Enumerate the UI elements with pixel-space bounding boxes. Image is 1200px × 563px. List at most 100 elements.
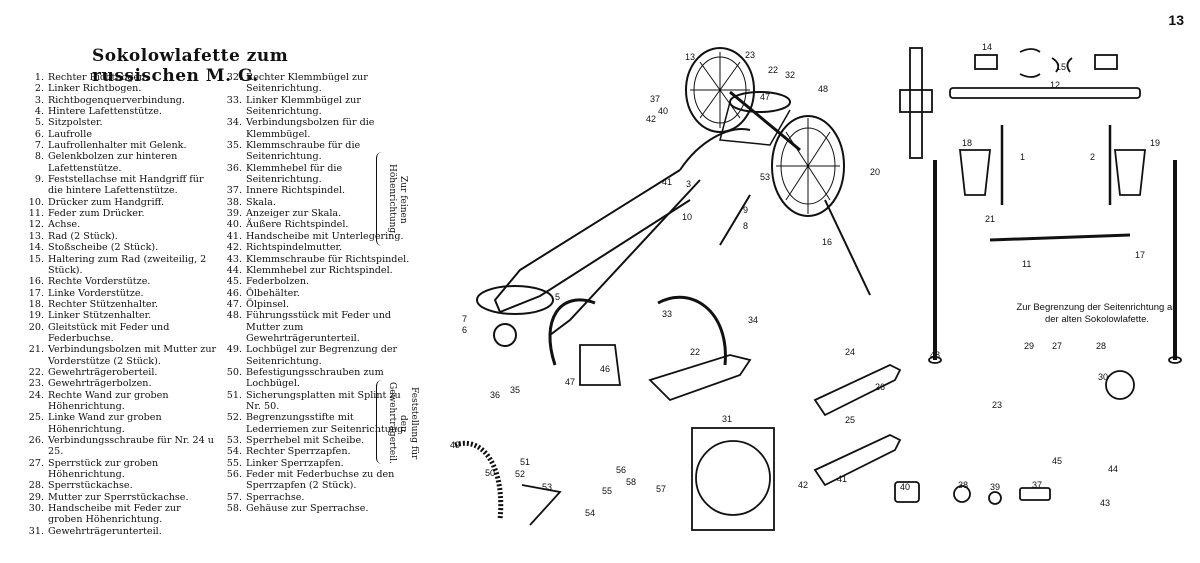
entry-text: Gleitstück mit Feder und Federbuchse. bbox=[48, 321, 170, 344]
entry-text: Linker Richtbogen. bbox=[48, 83, 142, 95]
entry-number: 29. bbox=[28, 491, 44, 503]
callout-46: 46 bbox=[600, 364, 610, 374]
entry-text: Mutter zur Sperrstückachse. bbox=[48, 491, 189, 503]
entry-text: Haltering zum Rad (zweiteilig, 2 Stück). bbox=[48, 253, 207, 276]
parts-list-entry: 1.Rechter Richtbogen. bbox=[22, 72, 218, 83]
callout-17: 17 bbox=[1135, 250, 1145, 260]
callout-26: 26 bbox=[875, 382, 885, 392]
entry-number: 4. bbox=[34, 106, 44, 118]
callout-2: 2 bbox=[1090, 152, 1095, 162]
callout-56: 56 bbox=[616, 465, 626, 475]
callout-42: 42 bbox=[646, 114, 656, 124]
entry-text: Innere Richtspindel. bbox=[246, 185, 346, 197]
entry-number: 50. bbox=[226, 366, 242, 378]
limit-note: Zur Begrenzung der Seitenrichtung an der… bbox=[1016, 302, 1178, 325]
entry-text: Verbindungsbolzen mit Mutter zur Vorders… bbox=[48, 344, 217, 367]
parts-list-entry: 28.Sperrstückachse. bbox=[22, 480, 218, 491]
parts-list-entry: 46.Ölbehälter. bbox=[220, 288, 416, 299]
entry-text: Ölbehälter. bbox=[246, 287, 300, 299]
entry-number: 53. bbox=[226, 435, 242, 446]
callout-44: 44 bbox=[1108, 464, 1118, 474]
bracket-fine-elevation bbox=[376, 152, 383, 246]
callout-24: 24 bbox=[845, 347, 855, 357]
parts-list-entry: 18.Rechter Stützenhalter. bbox=[22, 299, 218, 310]
callout-3: 3 bbox=[686, 179, 691, 189]
entry-text: Sperrstück zur groben Höhenrichtung. bbox=[48, 457, 159, 481]
entry-text: Klemmschraube für die Seitenrichtung. bbox=[246, 140, 361, 163]
entry-text: Laufrollenhalter mit Gelenk. bbox=[48, 140, 187, 152]
entry-number: 16. bbox=[28, 276, 44, 288]
parts-list-entry: 7.Laufrollenhalter mit Gelenk. bbox=[22, 140, 218, 151]
entry-text: Linker Stützenhalter. bbox=[48, 310, 152, 322]
parts-list-entry: 2. Linker Richtbogen. bbox=[22, 83, 218, 94]
entry-text: Stoßscheibe (2 Stück). bbox=[48, 242, 159, 254]
entry-number: 45. bbox=[226, 276, 242, 288]
callout-36: 36 bbox=[490, 390, 500, 400]
callout-27: 27 bbox=[1052, 341, 1062, 351]
parts-list-entry: 16. Rechte Vorderstütze. bbox=[22, 276, 218, 287]
wheel-left bbox=[685, 47, 755, 133]
parts-list-entry: 15.Haltering zum Rad (zweiteilig, 2 Stüc… bbox=[22, 254, 218, 277]
callout-41: 41 bbox=[662, 177, 672, 187]
entry-number: 35. bbox=[226, 140, 242, 152]
entry-number: 30. bbox=[28, 503, 44, 515]
entry-number: 57. bbox=[226, 491, 242, 503]
entry-number: 54. bbox=[226, 446, 242, 458]
callout-8: 8 bbox=[743, 221, 748, 231]
entry-number: 44. bbox=[226, 264, 242, 276]
entry-text: Führungsstück mit Feder und Mutter zum G… bbox=[246, 310, 392, 344]
callout-48: 48 bbox=[818, 84, 828, 94]
entry-number: 26. bbox=[28, 435, 44, 446]
callout-10: 10 bbox=[682, 212, 692, 222]
entry-text: Rechte Vorderstütze. bbox=[48, 276, 151, 288]
entry-text: Skala. bbox=[246, 196, 276, 208]
entry-number: 3. bbox=[34, 94, 44, 106]
entry-number: 47. bbox=[226, 298, 242, 310]
entry-number: 48. bbox=[226, 310, 242, 322]
parts-list-entry: 22.Gewehrträgeroberteil. bbox=[22, 367, 218, 378]
parts-list-entry: 13.Rad (2 Stück). bbox=[22, 231, 218, 242]
entry-text: Linke Vorderstütze. bbox=[48, 287, 144, 299]
callout-41b: 41 bbox=[837, 474, 847, 484]
entry-text: Drücker zum Handgriff. bbox=[48, 196, 165, 208]
parts-list-entry: 48. Führungsstück mit Feder und Mutter zu… bbox=[220, 310, 416, 344]
seat-cushion bbox=[476, 285, 554, 315]
callout-47: 47 bbox=[760, 92, 770, 102]
callout-22b: 22 bbox=[690, 347, 700, 357]
entry-number: 39. bbox=[226, 208, 242, 220]
callout-19: 19 bbox=[1150, 138, 1160, 148]
entry-text: Rechte Wand zur groben Höhenrichtung. bbox=[48, 389, 169, 412]
entry-text: Rechter Richtbogen. bbox=[48, 72, 149, 83]
callout-20: 20 bbox=[870, 167, 880, 177]
entry-number: 25. bbox=[28, 412, 44, 424]
parts-list-entry: 23.Gewehrträgerbolzen. bbox=[22, 378, 218, 389]
entry-number: 22. bbox=[28, 366, 44, 378]
entry-number: 2. bbox=[34, 83, 44, 95]
parts-list-entry: 34.Verbindungsbolzen für die Klemmbügel. bbox=[220, 117, 416, 140]
callout-21: 21 bbox=[985, 214, 995, 224]
entry-number: 21. bbox=[28, 344, 44, 356]
callout-37b: 37 bbox=[1032, 480, 1042, 490]
parts-list-entry: 55.Linker Sperrzapfen. bbox=[220, 458, 416, 469]
entry-text: Anzeiger zur Skala. bbox=[246, 208, 342, 220]
bracket-fine-elevation-label: Zur feinen Höhenrichtung. bbox=[387, 163, 408, 237]
entry-text: Feder mit Federbuchse zu den Sperrzapfen… bbox=[246, 469, 395, 492]
parts-list-entry: 40.Äußere Richtspindel. bbox=[220, 219, 416, 230]
entry-text: Klemmschraube für Richtspindel. bbox=[246, 253, 410, 265]
parts-list-entry: 37.Innere Richtspindel. bbox=[220, 185, 416, 196]
parts-list-entry: 12.Achse. bbox=[22, 219, 218, 230]
callout-28: 28 bbox=[1096, 341, 1106, 351]
entry-text: Sitzpolster. bbox=[48, 117, 103, 129]
parts-list-entry: 20.Gleitstück mit Feder und Federbuchse. bbox=[22, 322, 218, 345]
entry-text: Linker Klemmbügel zur Seitenrichtung. bbox=[246, 94, 361, 118]
parts-list-entry: 8.Gelenkbolzen zur hinteren Lafettenstüt… bbox=[22, 151, 218, 174]
callout-58: 58 bbox=[626, 477, 636, 487]
parts-list-entry: 10.Drücker zum Handgriff. bbox=[22, 197, 218, 208]
callout-48b: 48 bbox=[930, 350, 940, 360]
callout-30: 30 bbox=[1098, 372, 1108, 382]
parts-list-entry: 4.Hintere Lafettenstütze. bbox=[22, 106, 218, 117]
entry-number: 12. bbox=[28, 219, 44, 231]
callout-55: 55 bbox=[602, 486, 612, 496]
entry-text: Federbolzen. bbox=[246, 276, 310, 288]
entry-text: Rad (2 Stück). bbox=[48, 230, 118, 242]
